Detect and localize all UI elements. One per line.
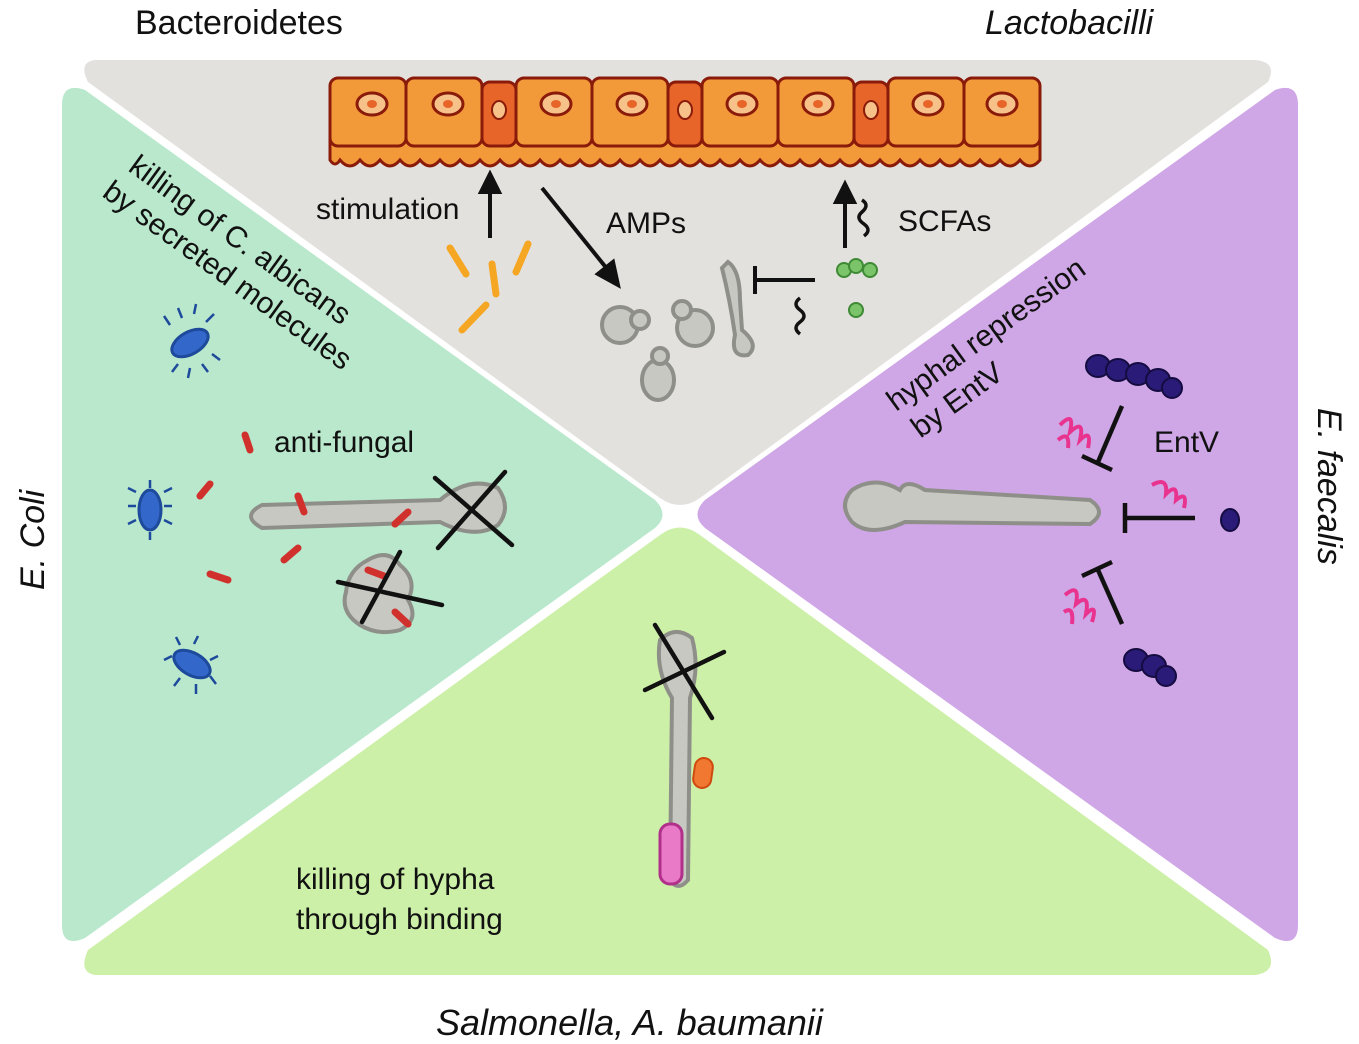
anti-fungal-molecules-overlay	[294, 492, 412, 628]
cross-mark-yeast-left	[335, 549, 445, 625]
yeast-cells	[600, 259, 755, 402]
top-panel	[84, 60, 1272, 505]
salmonella-bacterium	[692, 757, 714, 789]
group-title-bacteroidetes: Bacteroidetes	[135, 4, 343, 42]
intestinal-epithelium	[328, 76, 1042, 168]
label-entv: EntV	[1154, 426, 1219, 459]
inhibition-entv-middle	[1122, 503, 1195, 533]
group-title-bottom: Salmonella, A. baumanii	[436, 1002, 824, 1043]
hypha-right	[843, 480, 1101, 532]
arrow-amps	[540, 186, 621, 289]
bacteroidetes-bacteria	[446, 240, 532, 334]
secreted-squiggle-icon	[794, 296, 806, 336]
label-killing-hypha-line2: through binding	[296, 903, 503, 936]
e-coli-flagella	[127, 303, 221, 694]
cross-mark-hypha-bottom	[642, 622, 727, 721]
inhibition-lactobacilli	[753, 266, 815, 294]
arrow-scfas	[832, 179, 858, 248]
e-faecalis-bacteria	[1085, 354, 1240, 687]
group-title-a-baumanii: , A. baumanii	[614, 1002, 824, 1043]
entv-peptides	[1056, 416, 1187, 625]
cross-mark-hypha-left	[432, 469, 515, 551]
hypha-left	[249, 481, 507, 534]
label-amps: AMPs	[606, 207, 686, 240]
e-coli-bacteria	[137, 327, 212, 680]
group-title-e-coli: E. Coli	[14, 488, 52, 590]
group-title-lactobacilli: Lactobacilli	[985, 4, 1155, 42]
group-title-salmonella: Salmonella	[436, 1002, 614, 1043]
inhibition-entv-bottom	[1081, 559, 1125, 625]
a-baumanii-bacterium	[658, 822, 684, 886]
lactobacilli-cocci	[836, 258, 878, 318]
inhibition-entv-top	[1081, 405, 1125, 473]
label-anti-fungal: anti-fungal	[274, 426, 414, 459]
label-killing-hypha-line1: killing of hypha	[296, 863, 495, 896]
arrow-stimulation	[477, 169, 503, 238]
label-stimulation: stimulation	[316, 193, 459, 226]
scfa-squiggle-icon	[857, 198, 870, 238]
group-title-e-faecalis: E. faecalis	[1310, 408, 1348, 565]
hypha-bottom	[656, 630, 698, 888]
label-scfas: SCFAs	[898, 205, 991, 238]
